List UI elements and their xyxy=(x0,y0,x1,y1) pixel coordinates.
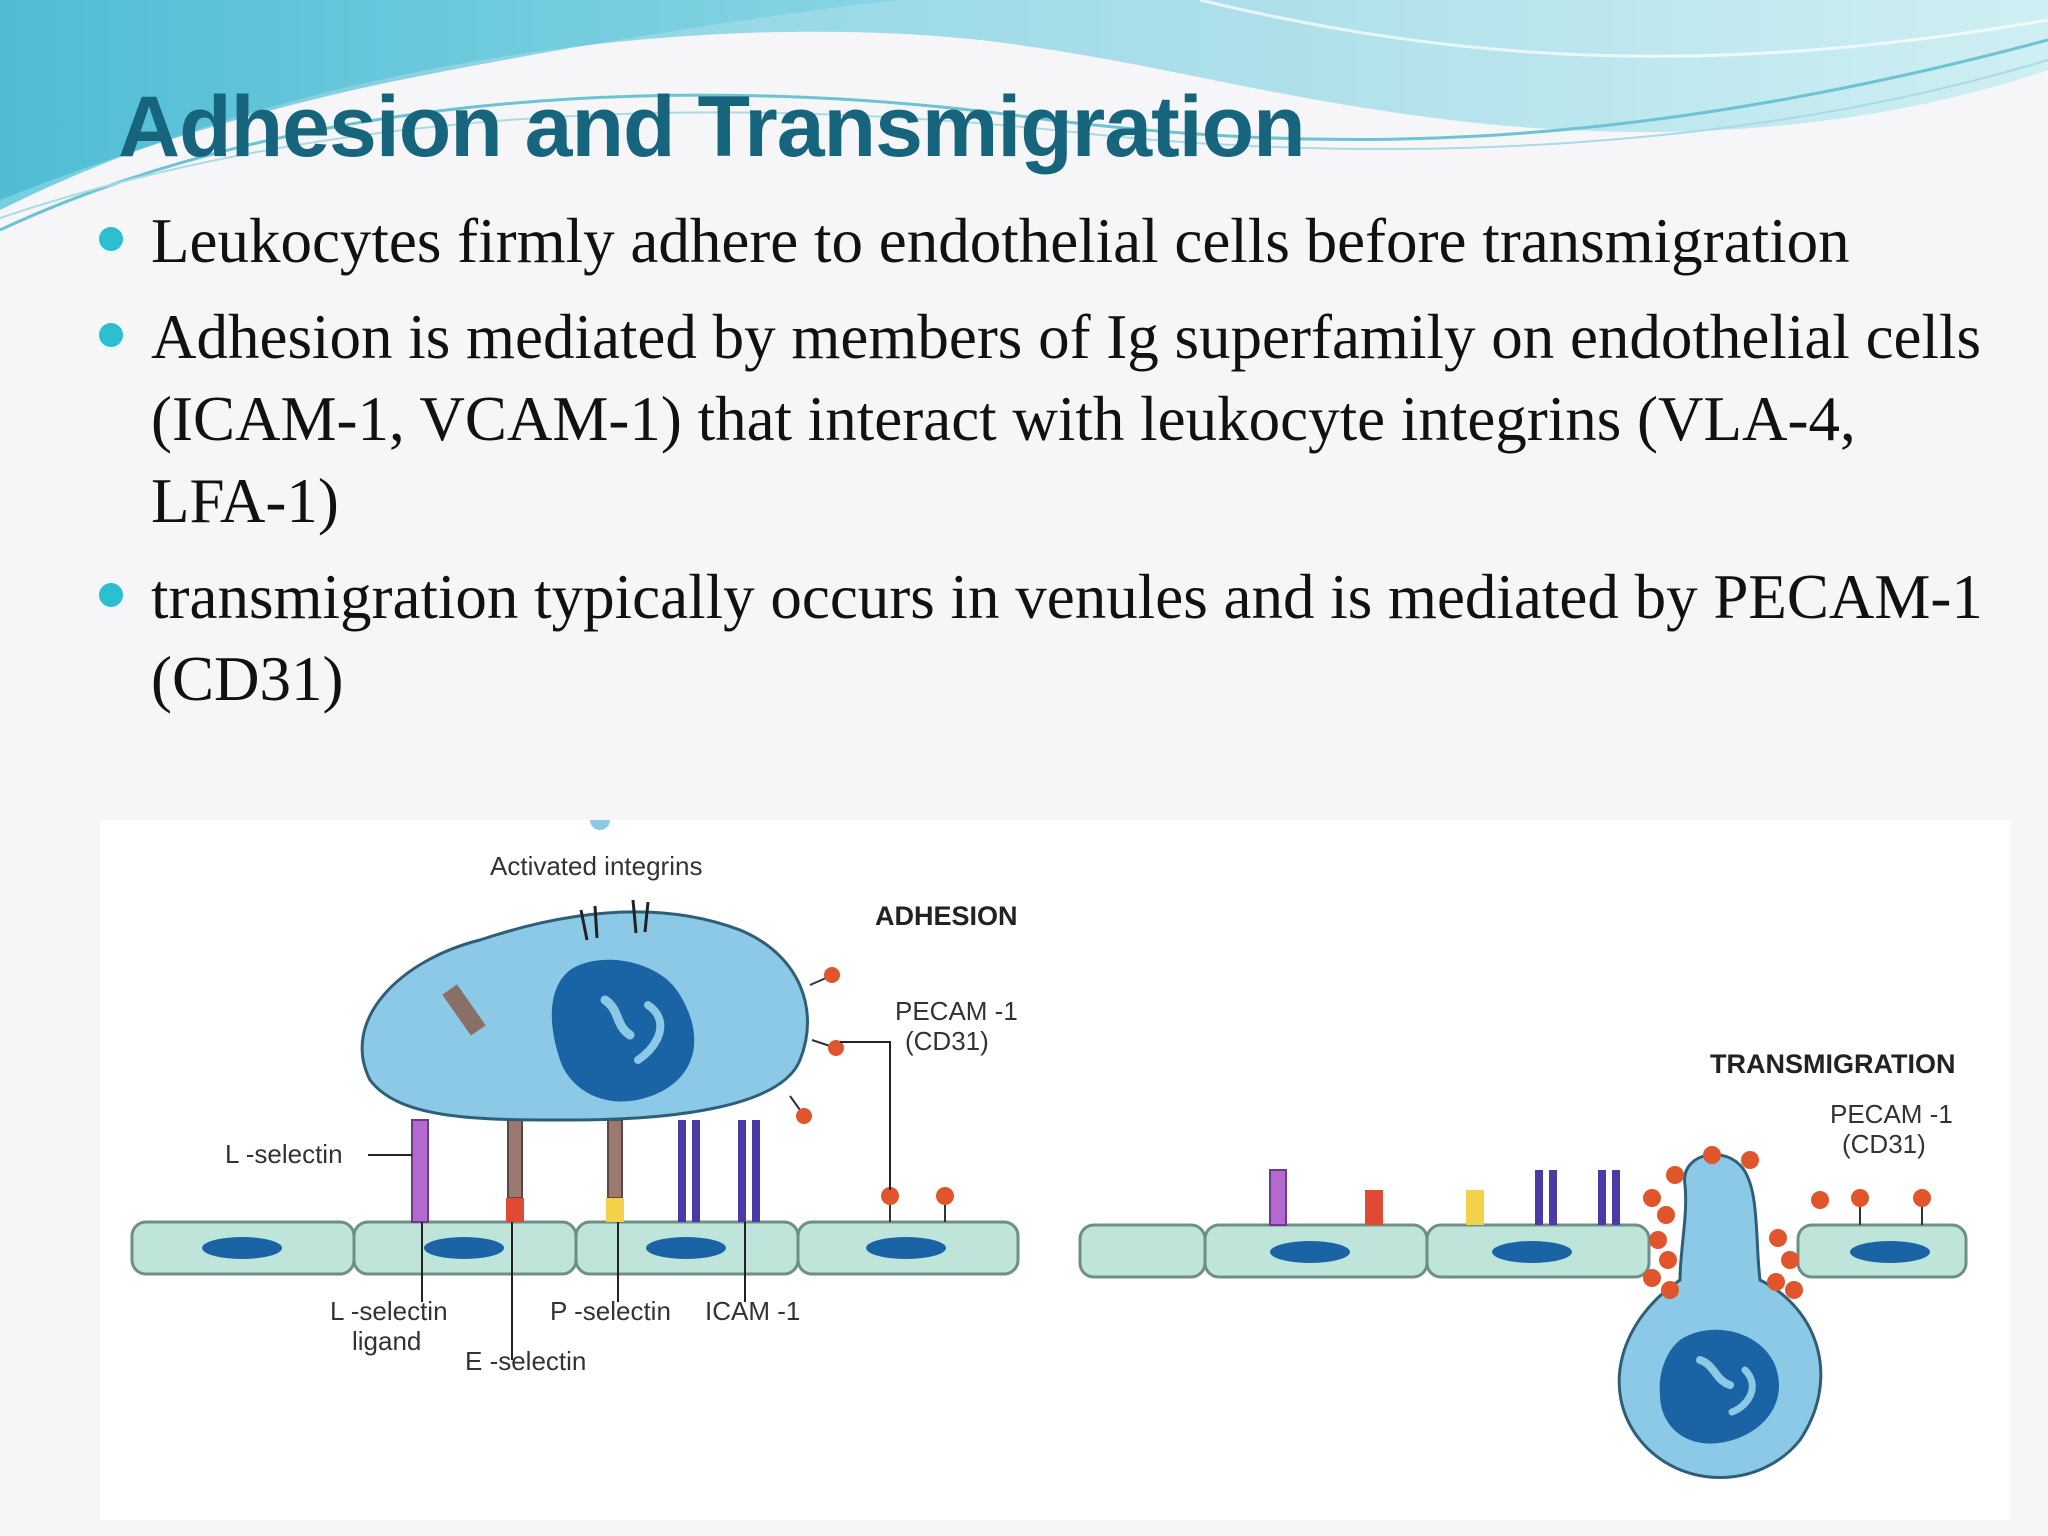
transmigration-panel: TRANSMIGRATION PECAM -1 (CD31) xyxy=(1078,1049,1968,1479)
bullet-item: transmigration typically occurs in venul… xyxy=(95,556,1995,720)
pecam-cluster xyxy=(1643,1146,1829,1299)
pecam-label-transmigration: PECAM -1 xyxy=(1830,1099,1953,1129)
header-wave-decoration xyxy=(0,0,2048,232)
pecam-endothelium-left xyxy=(881,1187,954,1222)
bullet-list: Leukocytes firmly adhere to endothelial … xyxy=(95,200,1995,734)
bullet-text: transmigration typically occurs in venul… xyxy=(151,562,1983,714)
l-selectin-ligand-label-2: ligand xyxy=(352,1326,421,1356)
leukocyte-transmigrating xyxy=(1617,1153,1823,1479)
bullet-dot-icon xyxy=(99,583,123,607)
pecam-endothelium-right xyxy=(1851,1189,1931,1225)
endothelium-left xyxy=(130,1220,1020,1276)
bullet-dot-icon xyxy=(99,227,123,251)
slide-title: Adhesion and Transmigration xyxy=(118,79,1306,175)
adhesion-transmigration-figure: Activated integrins ADHESION PECAM -1 (C… xyxy=(100,820,2010,1520)
pecam-label-adhesion: PECAM -1 xyxy=(895,996,1018,1026)
bullet-item: Adhesion is mediated by members of Ig su… xyxy=(95,296,1995,542)
l-selectin-label: L -selectin xyxy=(225,1139,343,1169)
pecam-cd31-label-adhesion: (CD31) xyxy=(905,1026,989,1056)
endothelial-molecules-right xyxy=(1269,1169,1620,1226)
p-selectin-label: P -selectin xyxy=(550,1296,671,1326)
adhesion-panel: Activated integrins ADHESION PECAM -1 (C… xyxy=(130,820,1020,1376)
figure-diagram: Activated integrins ADHESION PECAM -1 (C… xyxy=(100,820,2010,1520)
bullet-text: Leukocytes firmly adhere to endothelial … xyxy=(151,206,1850,276)
e-selectin-label: E -selectin xyxy=(465,1346,586,1376)
adhesion-molecules xyxy=(411,1119,760,1223)
label-leader-lines xyxy=(368,1041,891,1360)
l-selectin-ligand-label: L -selectin xyxy=(330,1296,448,1326)
adhesion-heading: ADHESION xyxy=(875,901,1018,931)
pecam-cd31-label-transmigration: (CD31) xyxy=(1842,1129,1926,1159)
leukocyte-adhering xyxy=(360,820,844,1124)
bullet-dot-icon xyxy=(99,323,123,347)
transmigration-heading: TRANSMIGRATION xyxy=(1710,1049,1955,1079)
bullet-item: Leukocytes firmly adhere to endothelial … xyxy=(95,200,1995,282)
bullet-text: Adhesion is mediated by members of Ig su… xyxy=(151,302,1982,536)
activated-integrins-label: Activated integrins xyxy=(490,851,702,881)
endothelium-right xyxy=(1078,1223,1968,1279)
icam-label: ICAM -1 xyxy=(705,1296,800,1326)
